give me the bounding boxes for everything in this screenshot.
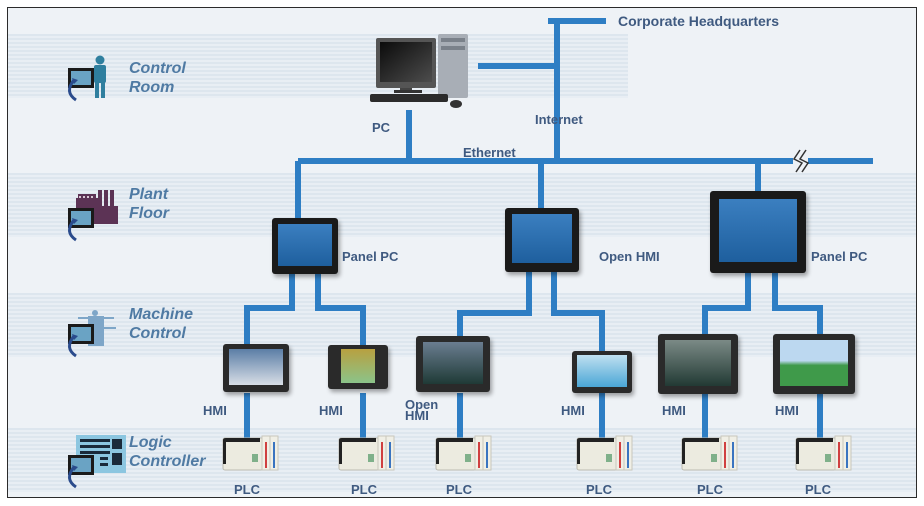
tier-label-control-room: Control Room — [129, 59, 186, 97]
open-hmi-label-line2: HMI — [405, 408, 429, 423]
line-break-icon — [792, 149, 810, 173]
panel-screen — [277, 223, 333, 267]
plc-4[interactable] — [576, 434, 636, 474]
hmi-5-label: HMI — [662, 403, 686, 418]
tier-label-line2: Controller — [129, 453, 206, 470]
link-p2-hmi4 — [551, 270, 605, 353]
plc-icon — [576, 435, 633, 471]
link-p1-hmi1 — [244, 270, 295, 348]
panel-pc-1-label: Panel PC — [342, 249, 399, 264]
link-p1-hmi2 — [315, 270, 366, 348]
plc-2[interactable] — [338, 434, 398, 474]
open-hmi-panel[interactable] — [505, 208, 579, 272]
hmi-1-label: HMI — [203, 403, 227, 418]
plc-icon — [435, 435, 492, 471]
plc-6-label: PLC — [805, 482, 831, 497]
tier-label-line2: Room — [129, 79, 175, 96]
tier-label-line1: Control — [129, 60, 186, 77]
panel-screen — [718, 199, 798, 262]
panel-pc-2-label: Panel PC — [811, 249, 868, 264]
tier-label-plant-floor: Plant Floor — [129, 185, 169, 223]
plc-4-label: PLC — [586, 482, 612, 497]
tier-label-machine-control: Machine Control — [129, 305, 193, 343]
hmi-2[interactable] — [328, 345, 388, 389]
tier-label-line2: Control — [129, 325, 186, 342]
ethernet-label: Ethernet — [463, 145, 516, 160]
plc-3-label: PLC — [446, 482, 472, 497]
open-hmi-1-label: Open HMI — [405, 397, 439, 423]
tier-label-line1: Machine — [129, 306, 194, 323]
panel-screen — [511, 214, 573, 264]
hmi-screen — [228, 348, 284, 386]
open-hmi-1[interactable] — [416, 336, 490, 392]
logic-controller-icon — [64, 433, 130, 491]
hmi-screen — [577, 355, 627, 388]
open-hmi-label-line1: Open — [405, 397, 439, 412]
hmi-screen — [422, 341, 484, 385]
link-p2-hmi3 — [457, 270, 532, 343]
tier-label-logic-controller: Logic Controller — [129, 433, 205, 471]
plc-icon — [681, 435, 738, 471]
hmi-4-label: HMI — [561, 403, 585, 418]
tier-label-line1: Plant — [129, 186, 169, 203]
hmi-screen — [665, 340, 731, 386]
tier-label-line2: Floor — [129, 205, 169, 222]
internet-label: Internet — [535, 112, 583, 127]
plc-icon — [222, 435, 279, 471]
machine-icon — [64, 306, 128, 362]
factory-icon — [64, 186, 126, 242]
hmi-6[interactable] — [773, 334, 855, 394]
hmi-4[interactable] — [572, 351, 632, 393]
operator-person-icon — [64, 54, 114, 106]
diagram-frame: Control Room Plant Floor — [7, 7, 917, 498]
pc-label: PC — [372, 120, 391, 135]
plc-2-label: PLC — [351, 482, 377, 497]
plc-1-label: PLC — [234, 482, 260, 497]
hmi-6-label: HMI — [775, 403, 799, 418]
open-hmi-panel-label: Open HMI — [599, 249, 660, 264]
plc-1[interactable] — [222, 434, 282, 474]
panel-pc-2[interactable] — [710, 191, 806, 273]
plc-6[interactable] — [795, 434, 855, 474]
pc-icon — [370, 34, 468, 108]
hmi-2-label: HMI — [319, 403, 343, 418]
plc-5[interactable] — [681, 434, 741, 474]
link-p3-hmi6 — [772, 273, 823, 338]
hmi-screen — [341, 349, 375, 383]
plc-icon — [795, 435, 852, 471]
tier-label-line1: Logic — [129, 434, 172, 451]
pc-workstation[interactable] — [368, 32, 478, 112]
panel-pc-1[interactable] — [272, 218, 338, 274]
network-links — [244, 18, 873, 440]
plc-3[interactable] — [435, 434, 495, 474]
hmi-1[interactable] — [223, 344, 289, 392]
hmi-screen — [780, 340, 848, 386]
link-p3-hmi5 — [702, 273, 751, 338]
plc-icon — [338, 435, 395, 471]
plc-5-label: PLC — [697, 482, 723, 497]
corporate-headquarters-label: Corporate Headquarters — [618, 13, 780, 29]
hmi-5[interactable] — [658, 334, 738, 394]
